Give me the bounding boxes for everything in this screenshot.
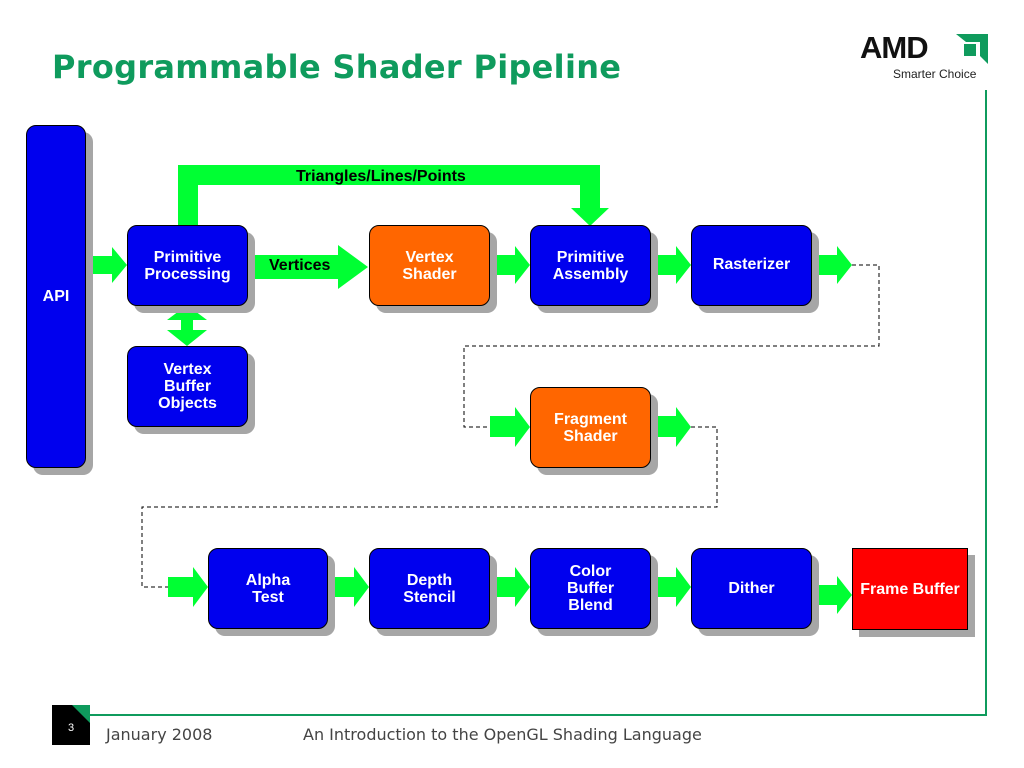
primitive-processing-box: Primitive Processing (127, 225, 248, 306)
label-vertices: Vertices (269, 257, 331, 274)
arrow-dither-to-framebuffer (812, 576, 852, 614)
arrow-assembly-to-rasterizer (651, 246, 691, 284)
frame-buffer-box: Frame Buffer (852, 548, 968, 630)
arrow-vertex-to-assembly (490, 246, 530, 284)
arrow-pp-vbo-bidirectional (167, 305, 207, 346)
slide-frame-bottom (88, 714, 987, 716)
arrow-depth-to-blend (490, 567, 530, 607)
arrow-into-alpha-test (168, 567, 208, 607)
triangles-loop-arrow (178, 165, 609, 226)
logo-tagline: Smarter Choice (893, 67, 977, 81)
vertex-buffer-objects-box: Vertex Buffer Objects (127, 346, 248, 427)
arrow-api-to-primitive-processing (86, 247, 127, 283)
color-buffer-blend-box: Color Buffer Blend (530, 548, 651, 629)
dashed-route-raster-to-fragment (463, 264, 880, 428)
vertex-shader-box: Vertex Shader (369, 225, 490, 306)
amd-logo: AMD Smarter Choice (860, 30, 990, 86)
slide-title: Programmable Shader Pipeline (52, 48, 622, 86)
footer-date: January 2008 (106, 725, 213, 744)
amd-arrow-icon (956, 34, 988, 64)
arrow-alpha-to-depth (328, 567, 369, 607)
dashed-route-fragment-to-alpha (141, 426, 718, 588)
depth-stencil-box: Depth Stencil (369, 548, 490, 629)
rasterizer-box: Rasterizer (691, 225, 812, 306)
arrow-fragment-out (651, 407, 691, 447)
logo-wordmark: AMD (860, 30, 929, 65)
dither-box: Dither (691, 548, 812, 629)
arrow-blend-to-dither (651, 567, 691, 607)
fragment-shader-box: Fragment Shader (530, 387, 651, 468)
api-box: API (26, 125, 86, 468)
arrow-into-fragment-shader (490, 407, 530, 447)
slide-frame-right (985, 90, 987, 716)
arrow-vertices (248, 245, 368, 289)
primitive-assembly-box: Primitive Assembly (530, 225, 651, 306)
page-number: 3 (67, 722, 75, 734)
footer-title: An Introduction to the OpenGL Shading La… (303, 725, 702, 744)
label-triangles-lines-points: Triangles/Lines/Points (296, 168, 466, 185)
alpha-test-box: Alpha Test (208, 548, 328, 629)
page-number-badge (52, 705, 90, 745)
arrow-rasterizer-out (812, 246, 852, 284)
